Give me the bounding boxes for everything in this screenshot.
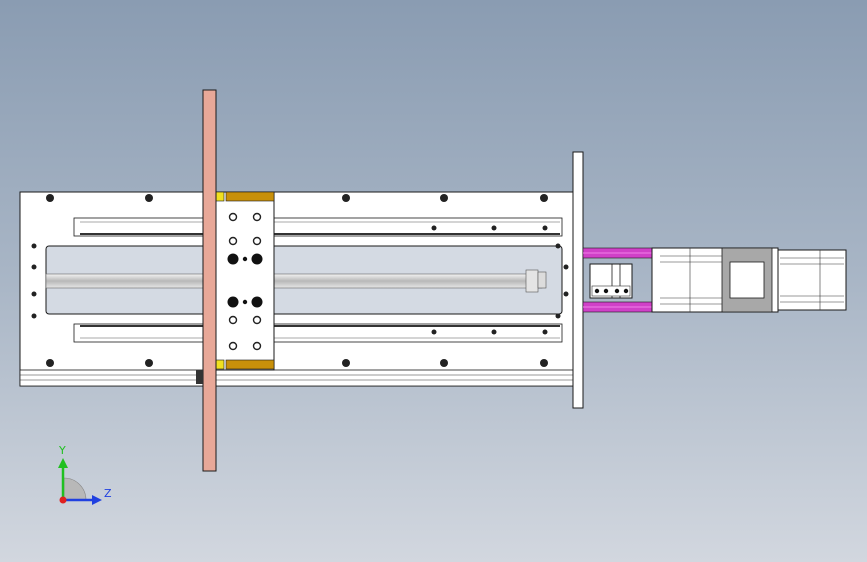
- orientation-triad[interactable]: Y Z: [58, 444, 112, 505]
- z-axis-arrowhead: [92, 495, 102, 505]
- motor-mount-rods[interactable]: [582, 247, 654, 313]
- y-axis-label: Y: [58, 444, 66, 457]
- shaft-coupling[interactable]: [589, 263, 633, 299]
- lead-screw[interactable]: [45, 269, 547, 293]
- z-axis-label: Z: [104, 487, 112, 500]
- y-axis-arrowhead: [58, 458, 68, 468]
- slider-plate[interactable]: [196, 89, 217, 472]
- triad-plane: [63, 477, 87, 501]
- frame-holes: [31, 194, 569, 367]
- x-axis-dot: [59, 496, 67, 504]
- carriage-block[interactable]: [215, 191, 275, 371]
- stepper-motor[interactable]: [651, 247, 847, 313]
